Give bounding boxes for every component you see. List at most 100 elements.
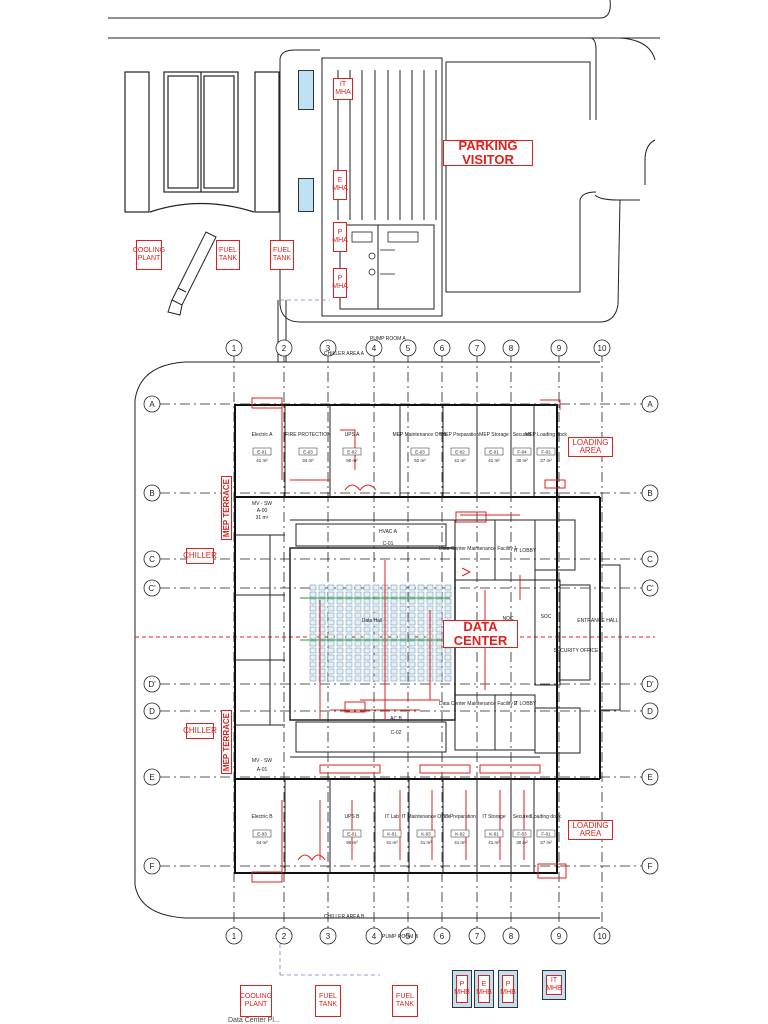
grid-bubble-label: F bbox=[648, 862, 653, 871]
server-rack bbox=[345, 591, 353, 598]
server-rack bbox=[363, 633, 371, 640]
p-mha-2-label: P MHA bbox=[332, 268, 348, 298]
e-mha-label: E MHA bbox=[332, 170, 348, 200]
grid-bubble bbox=[143, 484, 161, 502]
server-rack bbox=[444, 675, 452, 682]
server-rack bbox=[399, 584, 407, 591]
room-top-1-name: FIRE PROTECTION bbox=[285, 432, 331, 438]
server-rack bbox=[336, 619, 344, 626]
grid-bubble-label: D' bbox=[646, 680, 654, 689]
misc-label-2: 31 m² bbox=[256, 515, 269, 521]
server-rack bbox=[435, 591, 443, 598]
mep-terrace-a-label: MEP TERRACE bbox=[221, 476, 232, 540]
server-rack bbox=[426, 584, 434, 591]
room-bottom-2-tag bbox=[382, 829, 402, 838]
room-bottom-1-tag bbox=[342, 829, 362, 838]
server-rack bbox=[363, 598, 371, 605]
server-rack bbox=[399, 675, 407, 682]
grid-bubble bbox=[641, 702, 659, 720]
server-rack bbox=[318, 654, 326, 661]
grid-bubble bbox=[641, 484, 659, 502]
grid-bubble-label: 8 bbox=[509, 932, 514, 941]
grid-bubble bbox=[275, 927, 293, 945]
server-rack bbox=[372, 661, 380, 668]
server-rack bbox=[336, 654, 344, 661]
server-rack bbox=[309, 584, 317, 591]
grid-bubble bbox=[399, 927, 417, 945]
room-bottom-0-tag bbox=[252, 829, 272, 838]
grid-bubble bbox=[550, 927, 568, 945]
server-rack bbox=[372, 640, 380, 647]
room-top-2-name: UPS A bbox=[345, 432, 360, 438]
server-rack bbox=[372, 675, 380, 682]
server-rack bbox=[390, 605, 398, 612]
grid-bubble bbox=[641, 579, 659, 597]
server-rack bbox=[390, 584, 398, 591]
room-top-7-area: 27 m² bbox=[540, 458, 552, 463]
server-rack bbox=[399, 605, 407, 612]
server-rack bbox=[444, 668, 452, 675]
server-rack bbox=[444, 605, 452, 612]
server-rack bbox=[390, 626, 398, 633]
server-rack bbox=[336, 640, 344, 647]
e-mhb-block: E MHB bbox=[474, 970, 494, 1008]
room-bottom-0-code: E-03 bbox=[257, 832, 267, 837]
server-rack bbox=[309, 591, 317, 598]
grid-bubble-label: 7 bbox=[475, 344, 480, 353]
server-rack bbox=[417, 605, 425, 612]
server-rack bbox=[399, 619, 407, 626]
server-rack bbox=[390, 654, 398, 661]
grid-bubble bbox=[365, 339, 383, 357]
server-rack bbox=[318, 647, 326, 654]
server-rack bbox=[363, 654, 371, 661]
grid-bubble bbox=[225, 927, 243, 945]
grid-bubble bbox=[641, 768, 659, 786]
server-rack bbox=[390, 668, 398, 675]
server-rack bbox=[408, 633, 416, 640]
server-rack bbox=[336, 668, 344, 675]
grid-bubble-label: 4 bbox=[372, 932, 377, 941]
server-rack bbox=[435, 647, 443, 654]
server-rack bbox=[354, 612, 362, 619]
server-rack bbox=[318, 598, 326, 605]
server-rack bbox=[336, 626, 344, 633]
grid-bubble bbox=[319, 339, 337, 357]
server-rack bbox=[318, 591, 326, 598]
server-rack bbox=[327, 584, 335, 591]
server-rack bbox=[390, 675, 398, 682]
it-mha-label: IT MHA bbox=[333, 78, 353, 100]
grid-bubble-label: 4 bbox=[372, 344, 377, 353]
grid-bubble-label: 9 bbox=[557, 344, 562, 353]
grid-bubble bbox=[433, 927, 451, 945]
server-rack bbox=[417, 654, 425, 661]
server-rack bbox=[363, 647, 371, 654]
loading-area-b-label: LOADING AREA bbox=[568, 820, 613, 840]
server-rack bbox=[354, 626, 362, 633]
grid-bubble-label: 2 bbox=[282, 932, 287, 941]
grid-bubble bbox=[502, 927, 520, 945]
server-rack bbox=[444, 591, 452, 598]
server-rack bbox=[336, 633, 344, 640]
misc-label-16: SECURITY OFFICE bbox=[554, 648, 600, 654]
server-rack bbox=[435, 612, 443, 619]
server-rack bbox=[354, 633, 362, 640]
grid-bubble-label: 2 bbox=[282, 344, 287, 353]
room-top-5-tag bbox=[484, 447, 504, 456]
room-bottom-7-code: F-01 bbox=[541, 832, 551, 837]
server-rack bbox=[435, 598, 443, 605]
room-top-2-code: E-02 bbox=[347, 450, 357, 455]
server-rack bbox=[363, 640, 371, 647]
server-rack bbox=[309, 654, 317, 661]
room-top-0-name: Electric A bbox=[252, 432, 274, 438]
server-rack bbox=[363, 619, 371, 626]
server-rack bbox=[318, 619, 326, 626]
room-bottom-5-area: 41 m² bbox=[488, 840, 500, 845]
server-rack bbox=[408, 584, 416, 591]
building-inner-walls bbox=[235, 404, 621, 873]
server-rack bbox=[309, 640, 317, 647]
grid-bubble-label: 6 bbox=[440, 344, 445, 353]
server-rack bbox=[417, 647, 425, 654]
server-rack bbox=[327, 619, 335, 626]
room-bottom-6-tag bbox=[512, 829, 532, 838]
grid-bubble bbox=[593, 927, 611, 945]
